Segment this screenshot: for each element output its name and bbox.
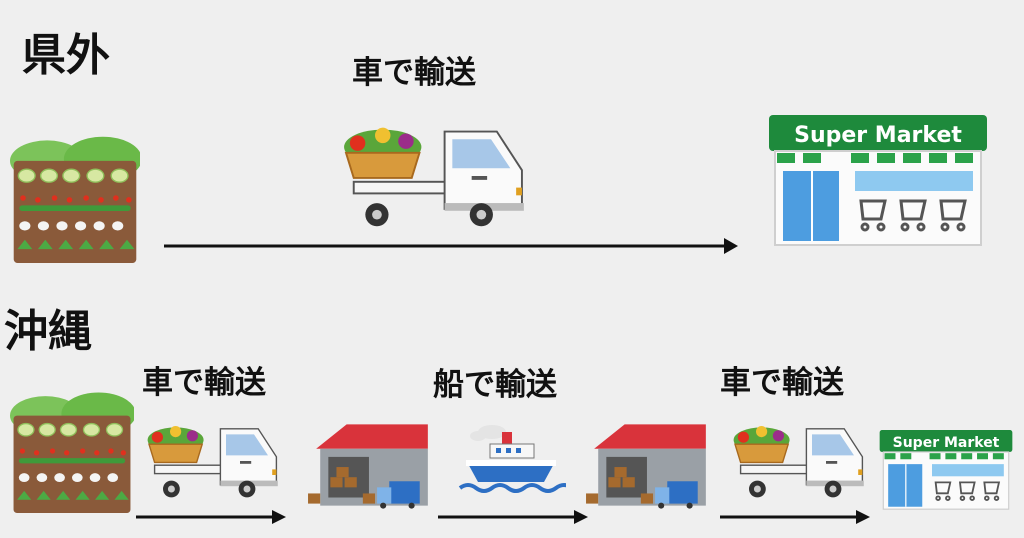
transport-label-bottom-3: 車で輸送 <box>720 365 844 401</box>
region-title-top: 県外 <box>22 30 110 81</box>
arrow-bottom-3 <box>720 510 870 524</box>
arrow-bottom-1 <box>136 510 286 524</box>
arrow-top <box>164 238 738 254</box>
region-title-bottom: 沖縄 <box>4 306 92 357</box>
transport-label-top: 車で輸送 <box>352 55 476 91</box>
transport-label-bottom-1: 車で輸送 <box>142 365 266 401</box>
supermarket-illustration-bottom: Super Market <box>876 426 1016 512</box>
truck-illustration-bottom-1 <box>142 418 282 504</box>
warehouse-illustration-2 <box>584 418 716 510</box>
warehouse-illustration-1 <box>306 418 438 510</box>
arrow-bottom-2 <box>438 510 588 524</box>
ship-illustration <box>456 422 566 502</box>
store-sign-top: Super Market <box>794 123 962 148</box>
store-sign-bottom: Super Market <box>893 435 1000 451</box>
farm-illustration-top <box>10 133 140 263</box>
supermarket-illustration-top: Super Market <box>762 109 994 249</box>
transport-label-bottom-2: 船で輸送 <box>433 367 557 403</box>
truck-illustration-bottom-2 <box>728 418 868 504</box>
truck-illustration-top <box>336 118 530 234</box>
farm-illustration-bottom <box>10 389 134 513</box>
